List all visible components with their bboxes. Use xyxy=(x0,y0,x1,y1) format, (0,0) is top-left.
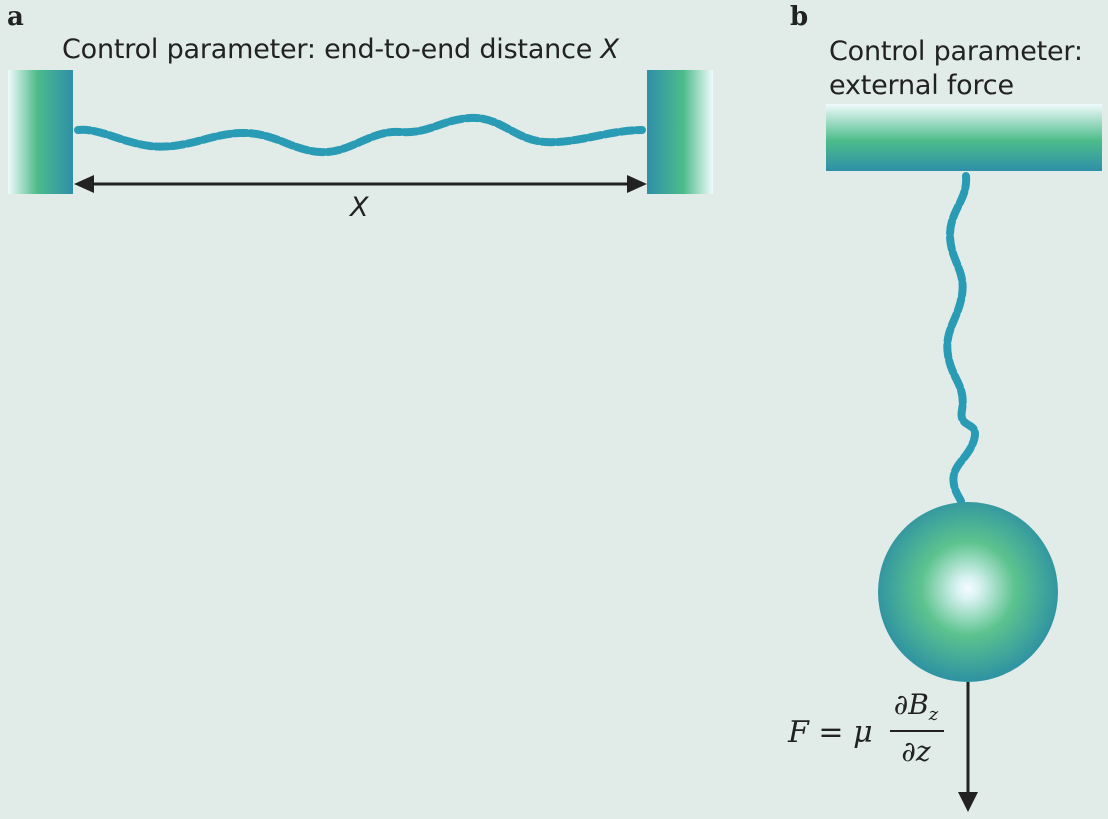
distance-label: X xyxy=(350,192,369,223)
fraction-numerator: ∂Bz xyxy=(876,688,956,725)
panel-b-caption-line1: Control parameter: xyxy=(829,36,1083,67)
polymer-chain-b xyxy=(943,172,979,509)
panel-a-caption-var: X xyxy=(600,34,620,65)
equals-sign: = xyxy=(818,715,844,750)
magnetic-bead xyxy=(878,502,1058,682)
left-wall xyxy=(8,70,73,194)
top-plate xyxy=(826,104,1102,171)
panel-a-letter: a xyxy=(7,2,24,32)
polymer-chain-a xyxy=(74,113,646,157)
force-arrowhead xyxy=(958,792,978,812)
right-wall xyxy=(647,70,713,194)
distance-arrowhead-left xyxy=(74,175,94,193)
fraction-bar xyxy=(890,730,944,732)
panel-a-caption: Control parameter: end-to-end distance X xyxy=(62,34,619,66)
force-equation-lhs: F = μ xyxy=(788,715,873,750)
force-symbol: F xyxy=(788,715,809,750)
distance-arrowhead-right xyxy=(627,175,647,193)
numerator-symbol: ∂B xyxy=(893,688,929,721)
panel-a-caption-prefix: Control parameter: end-to-end distance xyxy=(62,34,601,65)
numerator-subscript: z xyxy=(928,704,939,725)
mu-symbol: μ xyxy=(853,715,873,750)
panel-b-caption-line2: external force xyxy=(829,70,1014,101)
fraction-denominator: ∂z xyxy=(901,735,931,768)
panel-b-letter: b xyxy=(790,2,809,32)
